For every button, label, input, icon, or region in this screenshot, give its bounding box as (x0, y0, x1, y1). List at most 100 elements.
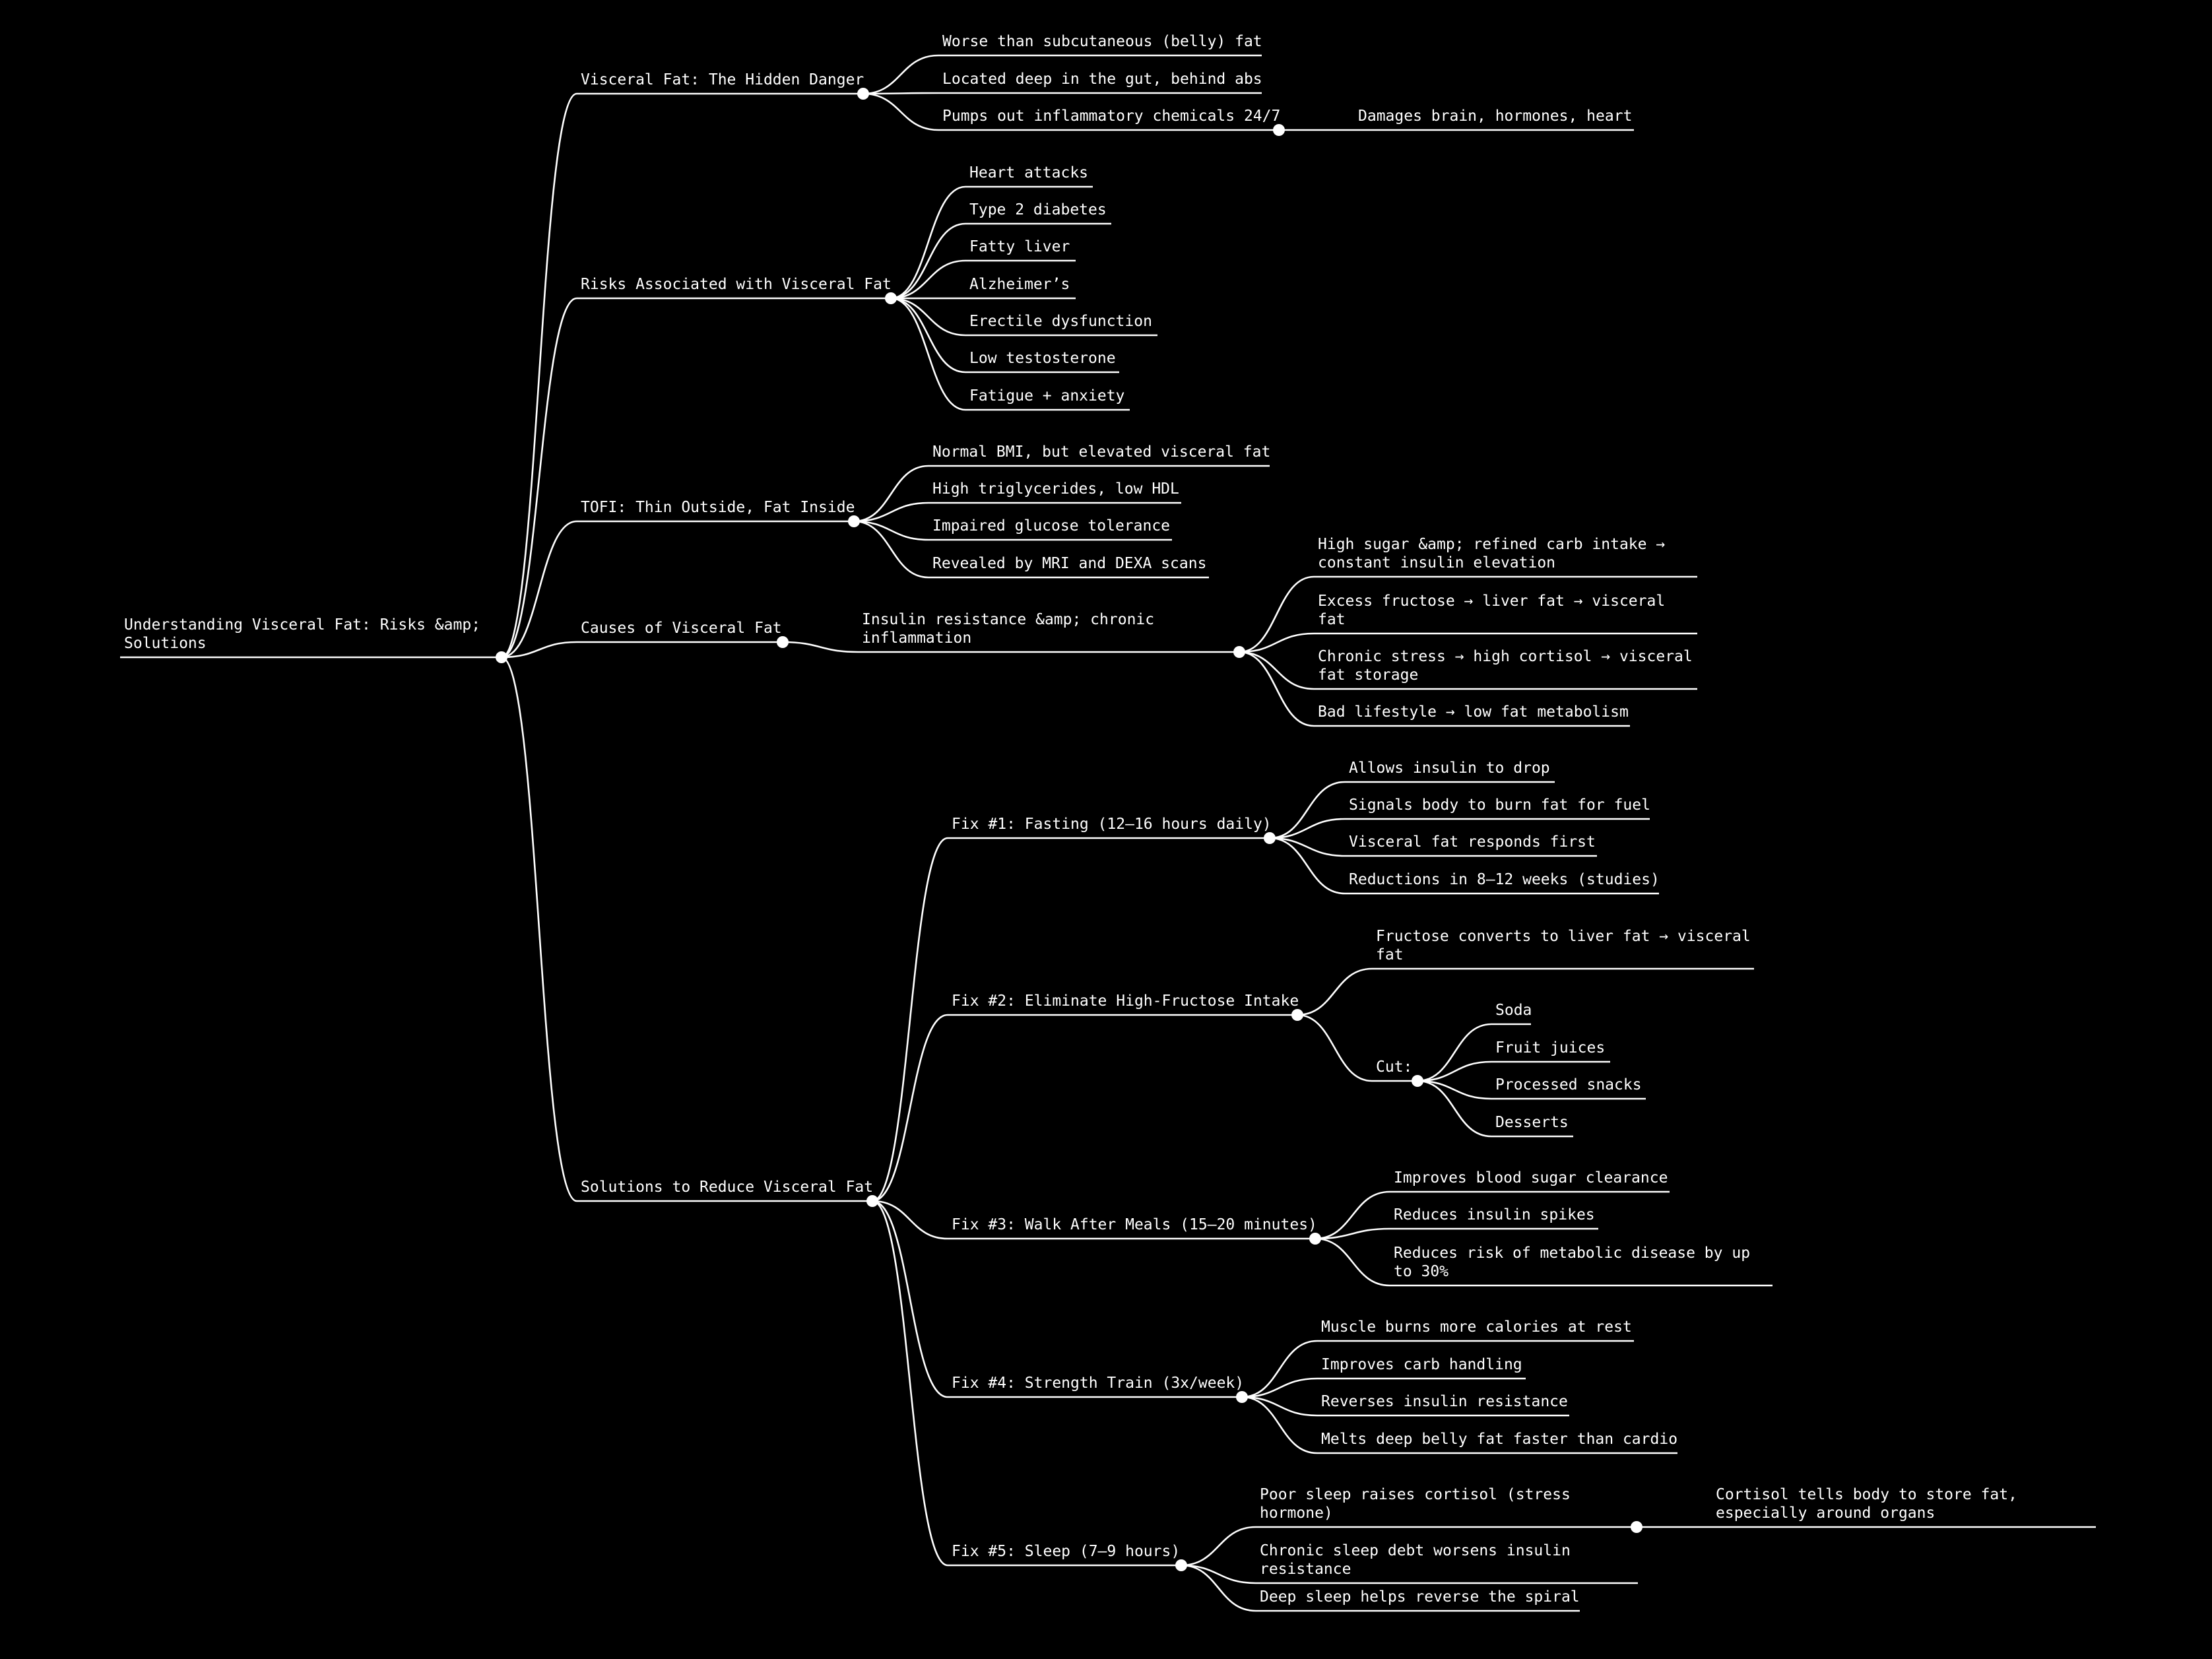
node-label-line: Desserts (1495, 1114, 1569, 1131)
collapse-toggle-dot[interactable] (1273, 124, 1285, 136)
branch-connector (1181, 1526, 1256, 1567)
branch-connector (1239, 575, 1315, 653)
node-label-line: Worse than subcutaneous (belly) fat (942, 33, 1262, 50)
node-bad-lifestyle-low-fat-metabolism[interactable]: Bad lifestyle → low fat metabolism (1318, 703, 1629, 721)
node-label-line: Processed snacks (1495, 1076, 1642, 1093)
node-deep-sleep-helps-reverse-the-spiral[interactable]: Deep sleep helps reverse the spiral (1260, 1588, 1580, 1606)
node-pumps-out-inflammatory-chemicals-24-7[interactable]: Pumps out inflammatory chemicals 24/7 (942, 108, 1280, 125)
branch-connector (1269, 781, 1346, 839)
node-fix-3-walk-after-meals-15-20-minutes[interactable]: Fix #3: Walk After Meals (15–20 minutes) (952, 1216, 1317, 1233)
node-label-line: fat (1376, 946, 1404, 963)
node-soda[interactable]: Soda (1495, 1002, 1532, 1019)
branch-connector (1241, 1340, 1318, 1398)
collapse-toggle-dot[interactable] (1631, 1521, 1643, 1533)
node-low-testosterone[interactable]: Low testosterone (969, 350, 1116, 367)
node-label-line: Fix #3: Walk After Meals (15–20 minutes) (952, 1216, 1317, 1233)
node-label-line: Fix #5: Sleep (7–9 hours) (952, 1543, 1180, 1560)
collapse-toggle-dot[interactable] (1309, 1233, 1321, 1245)
branch-connector (1269, 837, 1346, 857)
collapse-toggle-dot[interactable] (885, 292, 897, 304)
node-fruit-juices[interactable]: Fruit juices (1495, 1039, 1605, 1057)
node-fatty-liver[interactable]: Fatty liver (969, 238, 1070, 255)
node-label-line: Erectile dysfunction (969, 313, 1152, 330)
node-fix-5-sleep-7-9-hours[interactable]: Fix #5: Sleep (7–9 hours) (952, 1543, 1180, 1560)
node-label-line: Fix #1: Fasting (12–16 hours daily) (952, 816, 1272, 833)
node-located-deep-in-the-gut-behind-abs[interactable]: Located deep in the gut, behind abs (942, 71, 1262, 88)
node-high-sugar-and-refined-carb-intake-const[interactable]: High sugar &amp; refined carb intake →co… (1318, 536, 1665, 571)
node-label-line: hormone) (1260, 1505, 1333, 1522)
collapse-toggle-dot[interactable] (1291, 1009, 1303, 1021)
node-reduces-insulin-spikes[interactable]: Reduces insulin spikes (1394, 1206, 1595, 1223)
node-revealed-by-mri-and-dexa-scans[interactable]: Revealed by MRI and DEXA scans (932, 555, 1206, 572)
node-understanding-visceral-fat-risks-and-sol[interactable]: Understanding Visceral Fat: Risks &amp;S… (124, 616, 480, 652)
node-label-line: Visceral fat responds first (1349, 833, 1596, 851)
node-chronic-stress-high-cortisol-visceral-fa[interactable]: Chronic stress → high cortisol → viscera… (1318, 648, 1693, 684)
node-label-line: resistance (1260, 1561, 1351, 1578)
node-risks-associated-with-visceral-fat[interactable]: Risks Associated with Visceral Fat (581, 276, 892, 293)
node-reverses-insulin-resistance[interactable]: Reverses insulin resistance (1321, 1393, 1568, 1410)
collapse-toggle-dot[interactable] (1264, 832, 1276, 844)
branch-connector (1241, 1377, 1318, 1398)
node-type-2-diabetes[interactable]: Type 2 diabetes (969, 201, 1107, 218)
node-normal-bmi-but-elevated-visceral-fat[interactable]: Normal BMI, but elevated visceral fat (932, 443, 1270, 461)
node-improves-blood-sugar-clearance[interactable]: Improves blood sugar clearance (1394, 1169, 1668, 1187)
node-damages-brain-hormones-heart[interactable]: Damages brain, hormones, heart (1358, 108, 1632, 125)
node-fatigue-anxiety[interactable]: Fatigue + anxiety (969, 387, 1124, 405)
node-cut[interactable]: Cut: (1376, 1058, 1412, 1076)
collapse-toggle-dot[interactable] (848, 515, 860, 527)
node-alzheimer-s[interactable]: Alzheimer’s (969, 276, 1070, 293)
node-high-triglycerides-low-hdl[interactable]: High triglycerides, low HDL (932, 480, 1179, 498)
node-visceral-fat-responds-first[interactable]: Visceral fat responds first (1349, 833, 1596, 851)
node-label-line: Normal BMI, but elevated visceral fat (932, 443, 1270, 461)
node-worse-than-subcutaneous-belly-fat[interactable]: Worse than subcutaneous (belly) fat (942, 33, 1262, 50)
node-label-line: Cortisol tells body to store fat, (1716, 1486, 2017, 1503)
node-label-line: Allows insulin to drop (1349, 760, 1550, 777)
collapse-toggle-dot[interactable] (866, 1195, 878, 1207)
collapse-toggle-dot[interactable] (1236, 1391, 1248, 1403)
node-label-line: Damages brain, hormones, heart (1358, 108, 1632, 125)
node-label-line: fat storage (1318, 667, 1418, 684)
node-processed-snacks[interactable]: Processed snacks (1495, 1076, 1642, 1093)
node-improves-carb-handling[interactable]: Improves carb handling (1321, 1356, 1522, 1373)
node-fix-2-eliminate-high-fructose-intake[interactable]: Fix #2: Eliminate High-Fructose Intake (952, 992, 1299, 1010)
node-label-line: Heart attacks (969, 164, 1088, 181)
node-melts-deep-belly-fat-faster-than-cardio[interactable]: Melts deep belly fat faster than cardio (1321, 1431, 1677, 1448)
node-cortisol-tells-body-to-store-fat-especia[interactable]: Cortisol tells body to store fat, especia… (1716, 1486, 2017, 1522)
node-label-line: Low testosterone (969, 350, 1116, 367)
node-fix-1-fasting-12-16-hours-daily[interactable]: Fix #1: Fasting (12–16 hours daily) (952, 816, 1272, 833)
collapse-toggle-dot[interactable] (496, 651, 507, 663)
branch-connector (1269, 837, 1346, 895)
node-heart-attacks[interactable]: Heart attacks (969, 164, 1088, 181)
node-solutions-to-reduce-visceral-fat[interactable]: Solutions to Reduce Visceral Fat (581, 1179, 873, 1196)
node-erectile-dysfunction[interactable]: Erectile dysfunction (969, 313, 1152, 330)
node-label-line: Improves carb handling (1321, 1356, 1522, 1373)
node-causes-of-visceral-fat[interactable]: Causes of Visceral Fat (581, 620, 782, 637)
branch-connector (872, 1200, 948, 1240)
node-impaired-glucose-tolerance[interactable]: Impaired glucose tolerance (932, 517, 1170, 535)
node-fix-4-strength-train-3x-week[interactable]: Fix #4: Strength Train (3x/week) (952, 1375, 1244, 1392)
collapse-toggle-dot[interactable] (1175, 1559, 1187, 1571)
node-allows-insulin-to-drop[interactable]: Allows insulin to drop (1349, 760, 1550, 777)
node-label-line: Risks Associated with Visceral Fat (581, 276, 892, 293)
node-label-line: Understanding Visceral Fat: Risks &amp; (124, 616, 480, 634)
node-tofi-thin-outside-fat-inside[interactable]: TOFI: Thin Outside, Fat Inside (581, 499, 855, 516)
node-desserts[interactable]: Desserts (1495, 1114, 1569, 1131)
node-label-line: Excess fructose → liver fat → visceral (1318, 593, 1665, 610)
node-reductions-in-8-12-weeks-studies[interactable]: Reductions in 8–12 weeks (studies) (1349, 871, 1660, 888)
node-label-line: Fatigue + anxiety (969, 387, 1124, 405)
collapse-toggle-dot[interactable] (1233, 646, 1245, 658)
node-visceral-fat-the-hidden-danger[interactable]: Visceral Fat: The Hidden Danger (581, 71, 864, 88)
collapse-toggle-dot[interactable] (857, 88, 869, 100)
node-label-line: especially around organs (1716, 1505, 1935, 1522)
collapse-toggle-dot[interactable] (777, 636, 789, 648)
collapse-toggle-dot[interactable] (1412, 1075, 1423, 1087)
node-signals-body-to-burn-fat-for-fuel[interactable]: Signals body to burn fat for fuel (1349, 797, 1650, 814)
node-fructose-converts-to-liver-fat-visceral-[interactable]: Fructose converts to liver fat → viscera… (1376, 928, 1751, 963)
node-muscle-burns-more-calories-at-rest[interactable]: Muscle burns more calories at rest (1321, 1318, 1632, 1336)
branch-connector (501, 520, 577, 659)
